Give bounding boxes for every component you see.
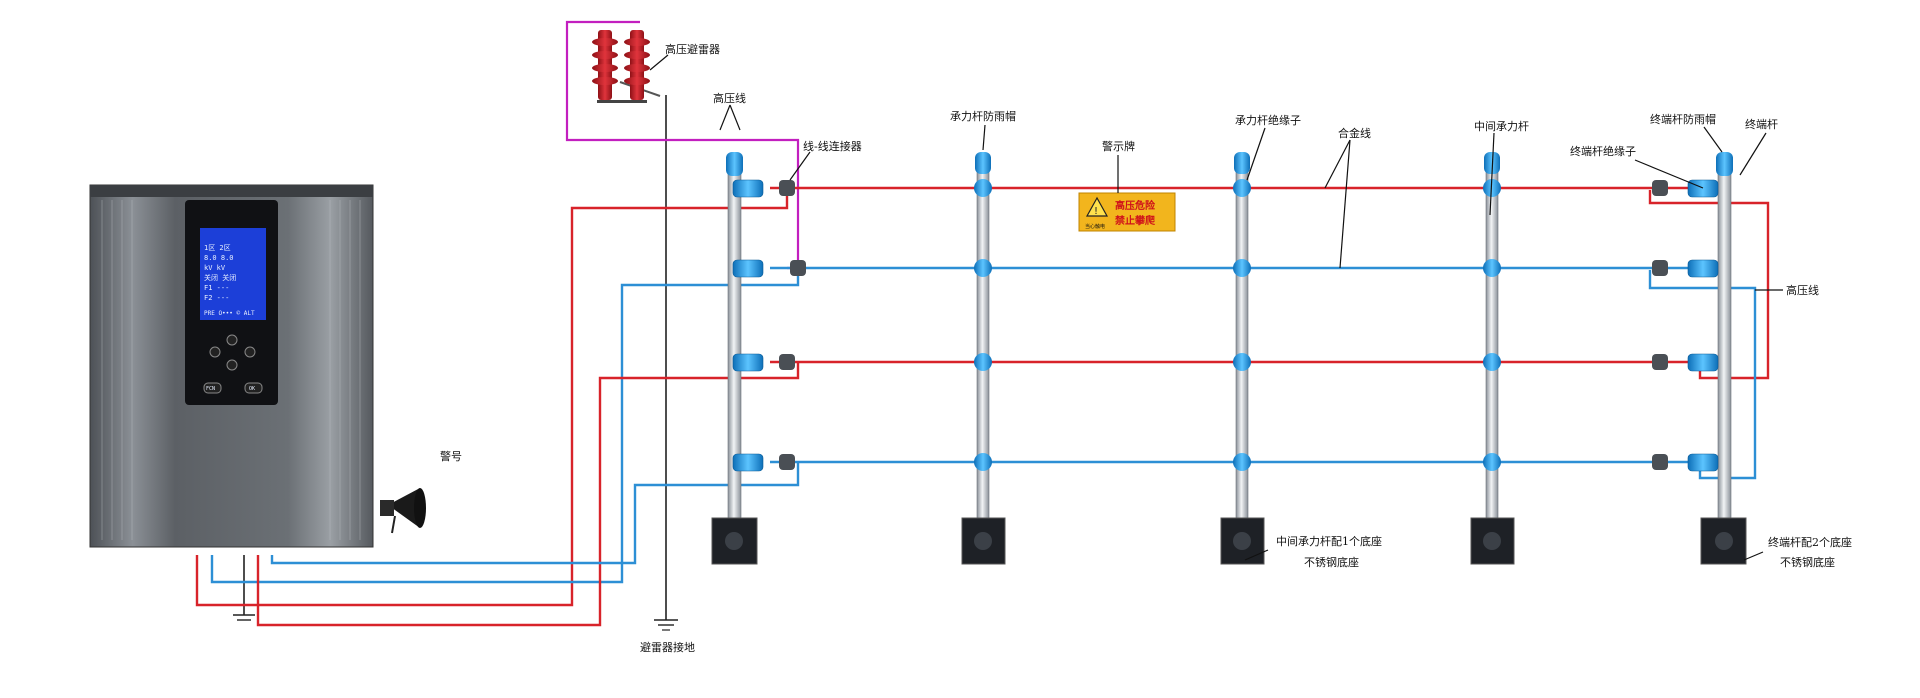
sign-line1: 高压危险: [1115, 199, 1156, 212]
labels: 高压避雷器 高压线 线-线连接器 承力杆防雨帽 警示牌 承力杆绝缘子 合金线 中…: [440, 42, 1852, 654]
label-terminal-pole: 终端杆: [1745, 117, 1778, 131]
label-hv-line-right: 高压线: [1786, 283, 1819, 297]
arrow-left-button[interactable]: [209, 346, 221, 358]
label-warning-sign: 警示牌: [1102, 139, 1135, 153]
label-hv-line-top: 高压线: [713, 91, 746, 105]
svg-text:kV kV: kV kV: [204, 264, 226, 272]
fence-controller: 1区 2区 8.0 8.0 kV kV 关闭 关闭 F1 --- F2 --- …: [89, 184, 374, 548]
arrow-up-top-button[interactable]: [226, 334, 238, 346]
label-terminal-base-2: 不锈钢底座: [1780, 555, 1835, 569]
label-pole-insulator: 承力杆绝缘子: [1235, 113, 1301, 127]
middle-pole-1: [961, 152, 1006, 565]
svg-text:F2 ---: F2 ---: [204, 294, 229, 302]
label-alloy-wire: 合金线: [1338, 126, 1371, 140]
label-terminal-base-1: 终端杆配2个底座: [1768, 535, 1852, 549]
label-middle-base-1: 中间承力杆配1个底座: [1276, 534, 1382, 548]
leader-lines: [649, 54, 1783, 561]
rain-cap-left: [726, 152, 743, 176]
alarm-horn-icon: [380, 488, 426, 534]
arrow-up-button[interactable]: [226, 359, 238, 371]
arrester-ground-wire: [233, 95, 678, 631]
label-pole-rain-cap: 承力杆防雨帽: [950, 109, 1016, 123]
svg-text:关闭 关闭: 关闭 关闭: [204, 273, 236, 282]
svg-text:!: !: [1094, 206, 1098, 217]
label-terminal-rain-cap: 终端杆防雨帽: [1650, 112, 1716, 126]
warning-sign: ! 高压危险 禁止攀爬 当心触电: [1078, 192, 1176, 232]
svg-text:1区 2区: 1区 2区: [204, 244, 231, 252]
fcn-button[interactable]: [203, 382, 222, 394]
label-arrester-ground: 避雷器接地: [640, 640, 695, 654]
svg-text:8.0 8.0: 8.0 8.0: [204, 254, 234, 262]
label-terminal-insulator: 终端杆绝缘子: [1570, 144, 1636, 158]
middle-pole-3: [1470, 152, 1515, 565]
label-surge-arrester: 高压避雷器: [665, 42, 720, 56]
svg-text:FCN: FCN: [206, 386, 215, 392]
insulator-left: [732, 179, 764, 472]
lcd-screen: [200, 228, 266, 320]
ok-button[interactable]: [244, 382, 263, 394]
sign-line2: 禁止攀爬: [1114, 214, 1156, 227]
feed-wires: [195, 188, 800, 627]
label-wire-connector: 线-线连接器: [803, 139, 862, 153]
svg-text:PRE O••• © ALT: PRE O••• © ALT: [204, 310, 255, 317]
wire-connectors-left: [779, 180, 806, 470]
surge-arrester-icon: [592, 30, 661, 103]
label-middle-base-2: 不锈钢底座: [1304, 555, 1359, 569]
middle-pole-2: [1220, 152, 1265, 565]
label-alarm-horn: 警号: [440, 449, 462, 463]
svg-text:OK: OK: [249, 386, 255, 392]
arrow-right-button[interactable]: [244, 346, 256, 358]
right-return-loops: [1648, 190, 1770, 480]
label-middle-pole: 中间承力杆: [1474, 119, 1529, 133]
terminal-pole-right: [1652, 152, 1747, 565]
sign-small: 当心触电: [1085, 223, 1105, 230]
svg-text:F1 ---: F1 ---: [204, 284, 229, 292]
terminal-pole-left: [711, 152, 806, 565]
